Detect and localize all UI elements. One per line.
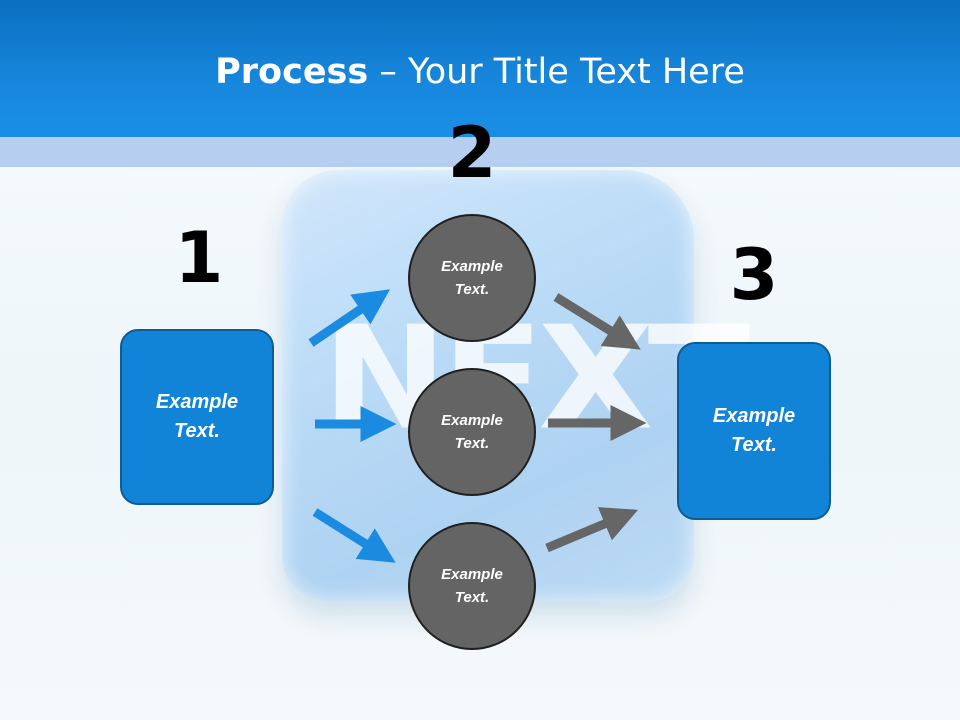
circle-middle: Example Text. (408, 368, 536, 496)
circle-middle-line2: Text. (454, 435, 490, 452)
header-band (0, 137, 960, 167)
title-bold: Process (215, 52, 369, 92)
header-bar (0, 0, 960, 137)
circle-bottom-line1: Example (441, 566, 503, 583)
circle-top: Example Text. (408, 214, 536, 342)
step-number-3: 3 (729, 234, 779, 316)
arrow-circle-bottom-to-box3 (545, 507, 639, 553)
step-number-1: 1 (174, 217, 224, 299)
circle-bottom-line2: Text. (454, 589, 490, 606)
arrow-box1-to-circle-bottom (312, 508, 396, 563)
step-3-box-line1: Example (712, 405, 796, 427)
circle-top-line1: Example (441, 258, 503, 275)
step-1-box: Example Text. (120, 329, 274, 505)
arrow-box1-to-circle-top (308, 289, 391, 347)
step-1-box-line2: Text. (174, 420, 220, 442)
step-number-2: 2 (447, 112, 497, 194)
circle-bottom: Example Text. (408, 522, 536, 650)
arrow-circle-top-to-box3 (553, 293, 641, 350)
step-3-box-line2: Text. (731, 434, 777, 456)
circle-top-line2: Text. (454, 281, 490, 298)
circle-middle-line1: Example (441, 412, 503, 429)
step-1-box-line1: Example (155, 391, 239, 413)
title-rest: – Your Title Text Here (368, 52, 745, 92)
step-3-box: Example Text. (677, 342, 831, 520)
slide-title: Process – Your Title Text Here (0, 52, 960, 92)
